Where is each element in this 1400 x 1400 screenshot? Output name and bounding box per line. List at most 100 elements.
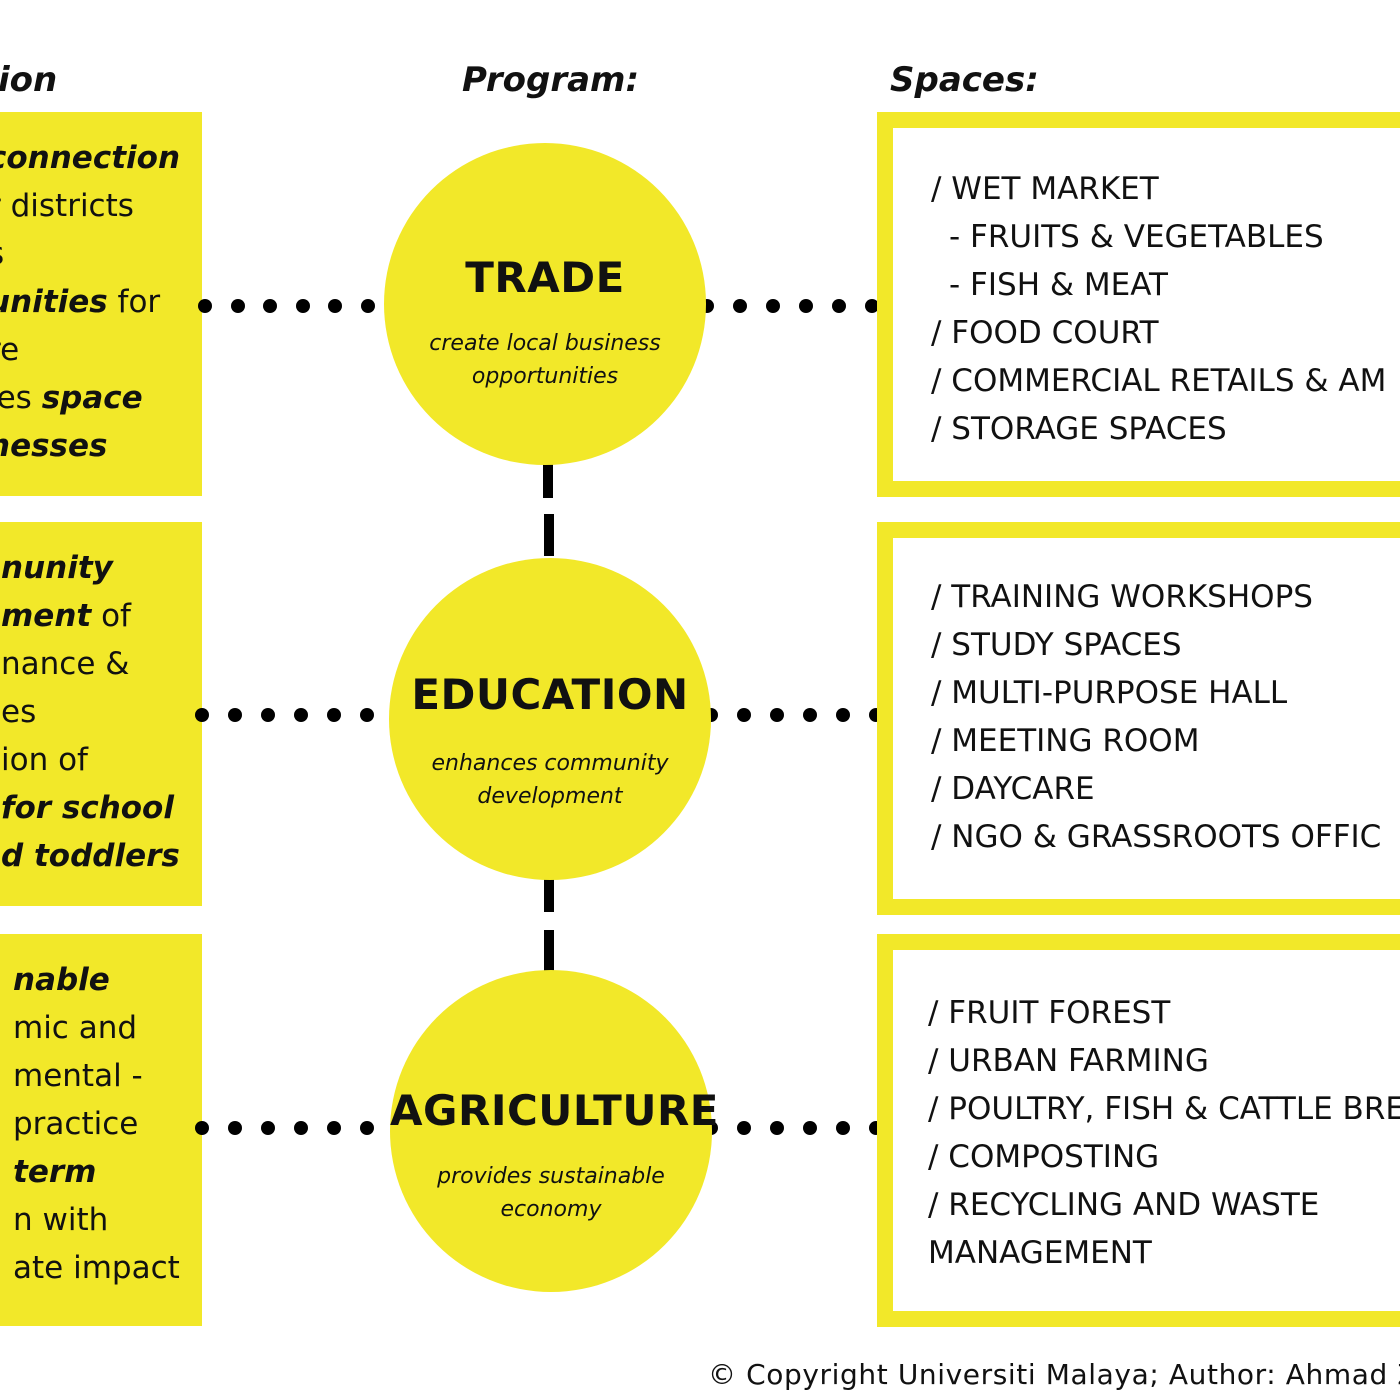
space-item: / POULTRY, FISH & CATTLE BRE xyxy=(928,1091,1400,1127)
dotted-connector-trade-left xyxy=(198,299,380,313)
connector-dot xyxy=(766,299,780,313)
impact-emphasis: unities xyxy=(0,284,108,320)
connector-dot xyxy=(737,708,751,722)
connector-dot xyxy=(737,1121,751,1135)
space-item: MANAGEMENT xyxy=(928,1235,1152,1271)
impact-line: practice xyxy=(13,1100,180,1148)
program-circle-education: EDUCATION enhances community development xyxy=(389,558,711,880)
connector-dot xyxy=(360,708,374,722)
connector-dot xyxy=(803,1121,817,1135)
connector-dot xyxy=(865,299,879,313)
impact-line: mic and xyxy=(13,1004,180,1052)
program-title-trade: TRADE xyxy=(465,253,625,302)
connector-dot xyxy=(832,299,846,313)
connector-dot xyxy=(869,708,880,722)
impact-text-segment: r districts xyxy=(0,188,134,224)
impact-line: term xyxy=(13,1148,180,1196)
connector-dot xyxy=(360,1121,374,1135)
program-title-agriculture: AGRICULTURE xyxy=(390,1086,719,1135)
impact-text-segment: of xyxy=(91,598,131,634)
impact-text-segment: n with xyxy=(13,1202,109,1238)
space-item: / TRAINING WORKSHOPS xyxy=(931,579,1313,615)
connector-dot xyxy=(327,708,341,722)
impact-line: ate impact xyxy=(13,1244,180,1292)
connector-dot xyxy=(328,299,342,313)
impact-emphasis: space xyxy=(41,380,143,416)
impact-line: d toddlers xyxy=(1,832,180,880)
program-circle-trade: TRADE create local business opportunitie… xyxy=(384,143,706,465)
impact-line: nable xyxy=(13,956,180,1004)
connector-dot xyxy=(230,299,245,313)
impact-line: for school xyxy=(1,784,180,832)
connector-dot xyxy=(869,1121,880,1135)
connector-dot xyxy=(327,1121,341,1135)
space-item: / MULTI-PURPOSE HALL xyxy=(931,675,1288,711)
impact-text-segment: s xyxy=(0,236,4,272)
connector-dot xyxy=(770,708,784,722)
dotted-connector-trade-right xyxy=(700,299,880,313)
impact-emphasis: nunity xyxy=(1,550,113,586)
spaces-list-education: / TRAINING WORKSHOPS/ STUDY SPACES/ MULT… xyxy=(931,573,1381,861)
space-item: / DAYCARE xyxy=(931,771,1095,807)
dotted-connector-agriculture-left xyxy=(195,1121,380,1135)
connector-dot xyxy=(799,299,813,313)
impact-line: es xyxy=(1,688,180,736)
impact-line: ment of xyxy=(1,592,180,640)
impact-line: r districts xyxy=(0,182,180,230)
spaces-column-heading: Spaces: xyxy=(890,60,1039,100)
space-item: / RECYCLING AND WASTE xyxy=(928,1187,1320,1223)
connector-dot xyxy=(836,708,850,722)
impact-line: nunity xyxy=(1,544,180,592)
connector-dot xyxy=(195,1121,209,1135)
impact-line: n with xyxy=(13,1196,180,1244)
connector-dot xyxy=(195,708,209,722)
connector-dash xyxy=(543,462,553,498)
program-description-agriculture: provides sustainable economy xyxy=(437,1164,665,1222)
space-item: / COMPOSTING xyxy=(928,1139,1160,1175)
connector-dot xyxy=(733,299,747,313)
connector-dot xyxy=(198,299,212,313)
impact-emphasis: for school xyxy=(1,790,174,826)
impact-emphasis: nesses xyxy=(0,428,108,464)
impact-line: connection xyxy=(0,134,180,182)
impact-line: mental - xyxy=(13,1052,180,1100)
impact-line: unities for xyxy=(0,278,180,326)
spaces-box-agriculture: / FRUIT FOREST / URBAN FARMING / POULTRY, … xyxy=(877,934,1400,1327)
connector-dot xyxy=(228,1121,242,1135)
connector-dot xyxy=(294,1121,308,1135)
impact-line: nesses xyxy=(0,422,180,470)
impact-emphasis: ment xyxy=(1,598,92,634)
space-item: / NGO & GRASSROOTS OFFIC xyxy=(931,819,1382,855)
impact-text-segment: for xyxy=(107,284,161,320)
connector-dot xyxy=(261,708,275,722)
impact-line: re xyxy=(0,326,180,374)
connector-dot xyxy=(228,708,242,722)
program-title-education: EDUCATION xyxy=(411,670,689,719)
impact-line: ion of xyxy=(1,736,180,784)
impact-text-segment: es xyxy=(1,694,37,730)
connector-dot xyxy=(261,1121,275,1135)
space-item: / MEETING ROOM xyxy=(931,723,1200,759)
space-item: / URBAN FARMING xyxy=(928,1043,1209,1079)
impact-line: les space xyxy=(0,374,180,422)
impact-line: nance & xyxy=(1,640,180,688)
dotted-connector-agriculture-right xyxy=(704,1121,880,1135)
connector-dash xyxy=(544,878,554,912)
space-item: / FRUIT FOREST xyxy=(928,995,1171,1031)
impact-text-segment: ion of xyxy=(1,742,88,778)
spaces-list-trade: / WET MARKET- FRUITS & VEGETABLES- FISH … xyxy=(931,165,1386,453)
connector-dot xyxy=(263,299,277,313)
program-description-trade: create local business opportunities xyxy=(429,331,661,389)
copyright-notice: © Copyright Universiti Malaya; Author: A… xyxy=(708,1358,1400,1391)
connector-dash xyxy=(544,514,554,556)
connector-dash xyxy=(544,930,554,972)
connector-dot xyxy=(803,708,817,722)
impact-emphasis: term xyxy=(13,1154,97,1190)
program-circle-agriculture: AGRICULTURE provides sustainable economy xyxy=(390,970,719,1292)
connector-dot xyxy=(770,1121,784,1135)
